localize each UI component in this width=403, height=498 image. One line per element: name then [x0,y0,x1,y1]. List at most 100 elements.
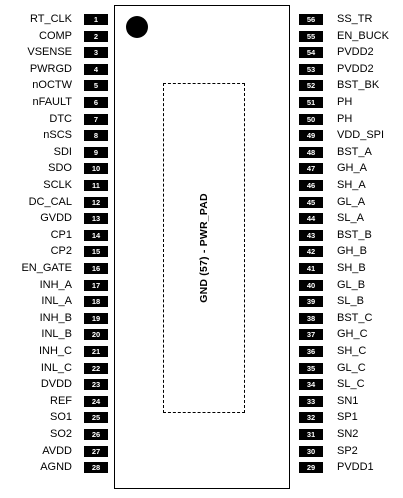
pin-number-badge: 9 [84,146,108,158]
pin-name: SO1 [49,411,72,424]
pin-left-11: SCLK 11 [0,177,113,194]
pin-number-badge: 20 [84,329,108,341]
pin-name: nSCS [43,129,72,142]
pin-name: SO2 [49,428,72,440]
pin-number-badge: 42 [299,246,323,258]
pin-name: GL_B [337,278,366,291]
pin-left-23: DVDD 23 [0,376,113,393]
pin-left-6: nFAULT 6 [0,94,113,111]
pin-name: nFAULT [32,96,72,108]
pin-name: INH_C [38,345,72,357]
pin-number-badge: 53 [299,63,323,75]
pin-number-badge: 34 [299,379,323,391]
pin-name: INH_B [39,311,72,324]
pin-name: CP1 [50,228,72,241]
pin1-indicator-dot [126,16,148,38]
pin-name: GVDD [40,212,72,225]
pin-name: INH_A [39,278,72,291]
pin-number-badge: 23 [84,379,108,391]
pin-number-badge: 44 [299,213,323,225]
pin-number-badge: 16 [84,263,108,274]
pin-left-14: CP1 14 [0,227,113,244]
pin-number-badge: 30 [299,445,323,457]
pin-name: SDO [48,162,72,175]
pin-number-badge: 35 [299,362,323,374]
pin-name: COMP [39,29,72,42]
pin-name: SH_C [337,345,367,357]
pin-number-badge: 6 [84,97,108,108]
pin-name: PWRGD [29,62,72,75]
pin-name: GH_C [337,328,368,341]
pin-name: SS_TR [337,13,373,25]
pin-name: SN1 [337,394,359,407]
pin-name: INL_C [40,361,72,374]
pin-number-badge: 49 [299,130,323,142]
pin-name: SL_A [337,212,364,225]
pin-name: DC_CAL [28,195,72,208]
pin-name: INL_A [41,295,72,308]
pin-number-badge: 7 [84,113,108,125]
pin-name: SCLK [43,179,72,191]
pin-name: SP1 [337,411,358,424]
pin-number-badge: 14 [84,229,108,241]
pin-number-badge: 31 [299,429,323,440]
pin-number-badge: 2 [84,30,108,42]
pin-right-18: SL_B 39 [290,293,403,310]
pin-name: CP2 [50,245,72,258]
pin-name: SL_B [337,295,364,308]
pin-number-badge: 11 [84,180,108,191]
pin-name: SP2 [337,444,358,457]
pin-name: AGND [40,461,72,474]
pin-number-badge: 15 [84,246,108,258]
pin-number-badge: 10 [84,163,108,175]
pin-number-badge: 56 [299,14,323,25]
power-pad-label: GND (57) - PWR_PAD [198,193,210,303]
pin-name: PVDD2 [337,62,374,75]
pin-number-badge: 51 [299,97,323,108]
pin-left-26: SO2 26 [0,426,113,443]
pin-name: SN2 [337,428,359,440]
pin-name: GL_A [337,195,366,208]
pin-number-badge: 12 [84,196,108,208]
pin-number-badge: 13 [84,213,108,225]
pin-number-badge: 45 [299,196,323,208]
pin-name: AVDD [42,444,72,457]
pin-right-13: SL_A 44 [290,210,403,227]
pin-number-badge: 19 [84,312,108,324]
thermal-power-pad [163,83,245,413]
pin-name: DVDD [40,378,72,391]
pin-name: PVDD1 [337,461,374,474]
pin-number-badge: 38 [299,312,323,324]
pin-number-badge: 28 [84,462,108,474]
pin-number-badge: 39 [299,296,323,308]
pin-right-27: SP2 30 [290,443,403,460]
pin-name: GL_C [337,361,366,374]
pin-number-badge: 43 [299,229,323,241]
pin-number-badge: 26 [84,429,108,440]
